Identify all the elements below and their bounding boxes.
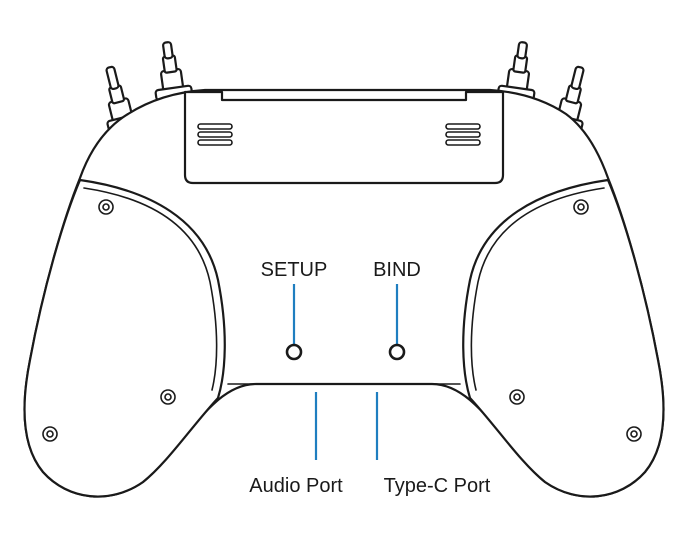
screw-icon — [626, 426, 642, 442]
left-grip-panel — [23, 178, 226, 498]
battery-compartment — [183, 90, 505, 185]
right-vent-slots-icon — [445, 123, 481, 146]
screw-icon — [573, 199, 589, 215]
left-vent-slots-icon — [197, 123, 233, 146]
screw-icon — [98, 199, 114, 215]
right-grip-panel — [462, 178, 665, 498]
screw-icon — [509, 389, 525, 405]
audio-port-label: Audio Port — [249, 475, 343, 497]
screw-icon — [42, 426, 58, 442]
setup-label: SETUP — [261, 259, 328, 281]
right-grip-inner-edge — [470, 187, 605, 391]
bind-label: BIND — [373, 259, 421, 281]
right-inner-toggle-switch-icon — [496, 41, 536, 102]
bind-button[interactable] — [388, 343, 406, 361]
screw-icon — [160, 389, 176, 405]
typec-port-label: Type-C Port — [384, 475, 491, 497]
setup-button[interactable] — [285, 343, 303, 361]
left-grip-inner-edge — [83, 187, 218, 391]
